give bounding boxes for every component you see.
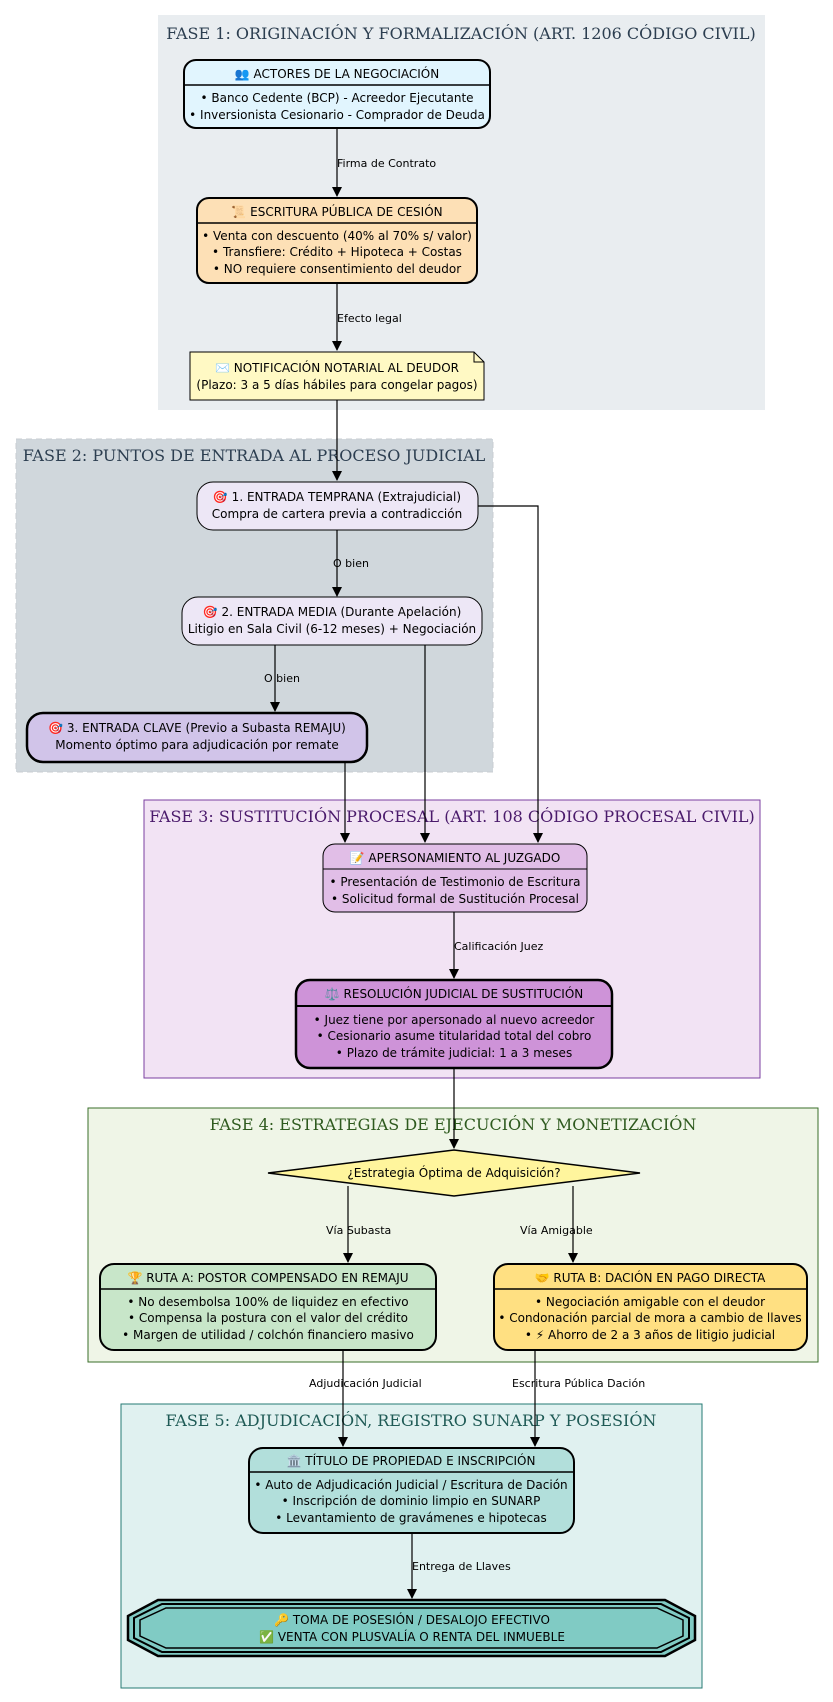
- node-resolucion-title: ⚖️ RESOLUCIÓN JUDICIAL DE SUSTITUCIÓN: [325, 986, 583, 1001]
- node-decision-text: ¿Estrategia Óptima de Adquisición?: [347, 1165, 560, 1180]
- cluster-fase3-title: FASE 3: SUSTITUCIÓN PROCESAL (ART. 108 C…: [149, 806, 755, 826]
- node-actores-line-1: • Banco Cedente (BCP) - Acreedor Ejecuta…: [200, 91, 473, 105]
- node-escritura-line-2: • Transfiere: Crédito + Hipoteca + Costa…: [212, 245, 462, 259]
- node-actores-title: 👥 ACTORES DE LA NEGOCIACIÓN: [235, 66, 439, 81]
- edge-label-calificacion: Calificación Juez: [454, 940, 544, 953]
- node-entrada3: 🎯 3. ENTRADA CLAVE (Previo a Subasta REM…: [25, 711, 369, 764]
- node-escritura-line-3: • NO requiere consentimiento del deudor: [213, 262, 461, 276]
- node-actores: 👥 ACTORES DE LA NEGOCIACIÓN • Banco Cede…: [183, 59, 491, 129]
- edge-label-obien1: O bien: [333, 557, 369, 570]
- cluster-fase4-title: FASE 4: ESTRATEGIAS DE EJECUCIÓN Y MONET…: [210, 1114, 697, 1134]
- node-entrada1-line-1: 🎯 1. ENTRADA TEMPRANA (Extrajudicial): [213, 490, 461, 504]
- node-apersonamiento-title: 📝 APERSONAMIENTO AL JUZGADO: [350, 851, 561, 865]
- node-actores-line-2: • Inversionista Cesionario - Comprador d…: [189, 108, 485, 122]
- node-rutaB-line-1: • Negociación amigable con el deudor: [535, 1295, 765, 1309]
- node-entrada3-line-2: Momento óptimo para adjudicación por rem…: [55, 738, 339, 752]
- node-titulo-title: 🏛️ TÍTULO DE PROPIEDAD E INSCRIPCIÓN: [287, 1453, 536, 1468]
- edge-label-adjudicacion: Adjudicación Judicial: [309, 1377, 422, 1390]
- node-rutaB: 🤝 RUTA B: DACIÓN EN PAGO DIRECTA • Negoc…: [493, 1263, 808, 1351]
- node-entrada1: 🎯 1. ENTRADA TEMPRANA (Extrajudicial) Co…: [196, 481, 479, 531]
- node-apersonamiento-line-2: • Solicitud formal de Sustitución Proces…: [331, 892, 579, 906]
- node-escritura-title: 📜 ESCRITURA PÚBLICA DE CESIÓN: [231, 204, 442, 219]
- node-resolucion-line-1: • Juez tiene por apersonado al nuevo acr…: [314, 1013, 595, 1027]
- node-decision: ¿Estrategia Óptima de Adquisición?: [267, 1149, 641, 1197]
- node-rutaA-line-3: • Margen de utilidad / colchón financier…: [122, 1328, 414, 1342]
- node-notificacion-line-2: (Plazo: 3 a 5 días hábiles para congelar…: [196, 378, 477, 392]
- node-rutaA-line-1: • No desembolsa 100% de liquidez en efec…: [127, 1295, 408, 1309]
- node-resolucion-line-2: • Cesionario asume titularidad total del…: [317, 1029, 592, 1043]
- edges: Firma de Contrato Efecto legal O bien O …: [264, 128, 645, 1599]
- node-posesion-line-1: 🔑 TOMA DE POSESIÓN / DESALOJO EFECTIVO: [274, 1612, 550, 1627]
- node-entrada3-line-1: 🎯 3. ENTRADA CLAVE (Previo a Subasta REM…: [48, 721, 346, 735]
- node-rutaB-line-2: • Condonación parcial de mora a cambio d…: [498, 1311, 801, 1325]
- node-escritura-line-1: • Venta con descuento (40% al 70% s/ val…: [202, 229, 472, 243]
- node-entrada1-line-2: Compra de cartera previa a contradicción: [212, 507, 462, 521]
- edge-label-firma: Firma de Contrato: [337, 157, 436, 170]
- node-rutaB-line-3: • ⚡ Ahorro de 2 a 3 años de litigio judi…: [525, 1328, 775, 1342]
- node-apersonamiento: 📝 APERSONAMIENTO AL JUZGADO • Presentaci…: [322, 843, 588, 913]
- edge-label-entrega: Entrega de Llaves: [412, 1560, 511, 1573]
- node-notificacion-line-1: ✉️ NOTIFICACIÓN NOTARIAL AL DEUDOR: [215, 360, 459, 375]
- edge-label-obien2: O bien: [264, 672, 300, 685]
- node-rutaA: 🏆 RUTA A: POSTOR COMPENSADO EN REMAJU • …: [99, 1263, 437, 1351]
- edge-label-efecto: Efecto legal: [337, 312, 402, 325]
- edge-entrada1-apersonamiento: [478, 505, 543, 843]
- node-resolucion: ⚖️ RESOLUCIÓN JUDICIAL DE SUSTITUCIÓN • …: [294, 978, 614, 1070]
- node-resolucion-line-3: • Plazo de trámite judicial: 1 a 3 meses: [336, 1046, 572, 1060]
- node-posesion-line-2: ✅ VENTA CON PLUSVALÍA O RENTA DEL INMUEB…: [259, 1629, 565, 1644]
- node-rutaB-title: 🤝 RUTA B: DACIÓN EN PAGO DIRECTA: [535, 1270, 766, 1285]
- node-rutaA-line-2: • Compensa la postura con el valor del c…: [128, 1311, 408, 1325]
- node-entrada2-line-1: 🎯 2. ENTRADA MEDIA (Durante Apelación): [203, 605, 462, 619]
- edge-label-subasta: Vía Subasta: [326, 1224, 391, 1237]
- edge-label-escritura-dacion: Escritura Pública Dación: [512, 1377, 645, 1390]
- node-titulo-line-3: • Levantamiento de gravámenes e hipoteca…: [275, 1511, 546, 1525]
- cluster-fase1-title: FASE 1: ORIGINACIÓN Y FORMALIZACIÓN (ART…: [166, 23, 755, 43]
- node-titulo-line-2: • Inscripción de dominio limpio en SUNAR…: [282, 1494, 541, 1508]
- node-posesion: 🔑 TOMA DE POSESIÓN / DESALOJO EFECTIVO ✅…: [126, 1598, 697, 1658]
- node-titulo-line-1: • Auto de Adjudicación Judicial / Escrit…: [254, 1478, 567, 1492]
- cluster-fase2-title: FASE 2: PUNTOS DE ENTRADA AL PROCESO JUD…: [23, 446, 486, 465]
- node-entrada2: 🎯 2. ENTRADA MEDIA (Durante Apelación) L…: [181, 596, 483, 646]
- cluster-fase5-title: FASE 5: ADJUDICACIÓN, REGISTRO SUNARP Y …: [166, 1410, 657, 1430]
- node-titulo: 🏛️ TÍTULO DE PROPIEDAD E INSCRIPCIÓN • A…: [248, 1447, 575, 1534]
- node-notificacion: ✉️ NOTIFICACIÓN NOTARIAL AL DEUDOR (Plaz…: [189, 351, 485, 401]
- node-apersonamiento-line-1: • Presentación de Testimonio de Escritur…: [330, 875, 581, 889]
- node-escritura: 📜 ESCRITURA PÚBLICA DE CESIÓN • Venta co…: [196, 197, 478, 284]
- node-rutaA-title: 🏆 RUTA A: POSTOR COMPENSADO EN REMAJU: [127, 1271, 408, 1285]
- node-entrada2-line-2: Litigio en Sala Civil (6-12 meses) + Neg…: [188, 622, 476, 636]
- edge-label-amigable: Vía Amigable: [520, 1224, 593, 1237]
